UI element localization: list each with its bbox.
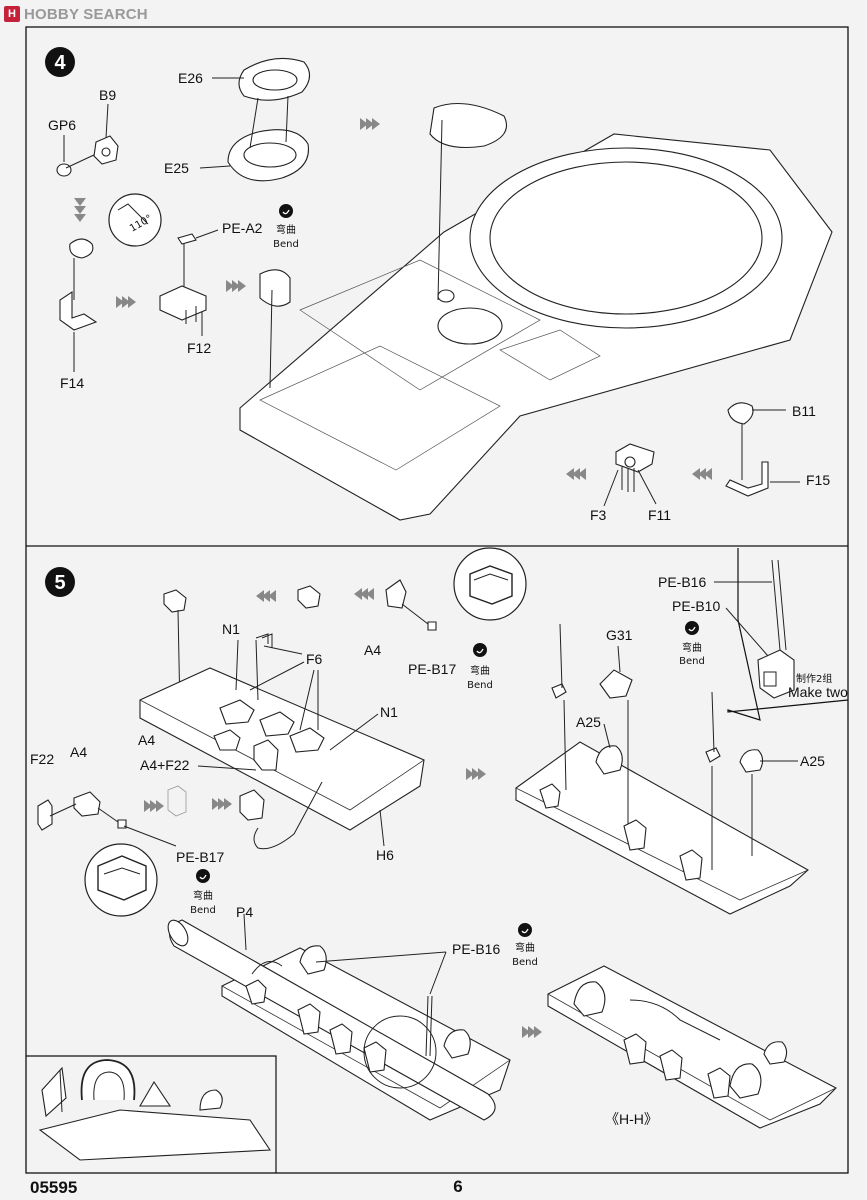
step-5-number: 5: [54, 572, 65, 594]
part-a4-top: [163, 579, 437, 713]
bend-callout-pe-b17-left: [84, 843, 158, 917]
leader-a25-left: [603, 723, 611, 749]
hobby-search-logo-icon: H: [4, 6, 20, 22]
leader-f6-2: [299, 669, 315, 731]
bend-icon-step5-top: [473, 643, 487, 657]
label-n1-mid: N1: [380, 704, 398, 720]
bend-label-en-top: Bend: [467, 680, 493, 691]
label-pe-b17-top: PE-B17: [408, 661, 456, 677]
label-pe-b16-top: PE-B16: [658, 574, 706, 590]
footer-page-number: 6: [453, 1177, 462, 1196]
part-f14: [59, 238, 98, 372]
bend-icon-step4: [279, 204, 293, 218]
bend-label-cn-bottom: 弯曲: [515, 941, 535, 954]
watermark: H HOBBY SEARCH: [4, 4, 148, 24]
step-5-badge: [45, 567, 75, 597]
bend-icon-step5-right: [685, 621, 699, 635]
label-f12: F12: [187, 340, 211, 356]
make-two-cn: 制作2组: [796, 672, 832, 685]
label-f6: F6: [306, 651, 323, 667]
label-n1-top: N1: [222, 621, 240, 637]
label-a4-f22: A4+F22: [140, 757, 190, 773]
bend-label-en-bottom: Bend: [512, 957, 538, 968]
label-e25: E25: [164, 160, 189, 176]
label-b11: B11: [792, 403, 816, 419]
bend-label-cn-right: 弯曲: [682, 641, 702, 654]
part-h6-fender-right: [515, 623, 809, 915]
step-4-number: 4: [54, 52, 66, 74]
leader-g31: [617, 645, 621, 673]
final-fender-assembly: [547, 965, 837, 1129]
part-e26-e25: [199, 57, 311, 182]
part-gp6-b9: [56, 103, 119, 177]
part-pe-a2: [177, 229, 219, 288]
pe-detail-frame: [727, 548, 849, 721]
section-label: 《H-H》: [605, 1111, 658, 1127]
part-h6-fender: [139, 633, 425, 831]
label-p4: P4: [236, 904, 253, 920]
label-f3: F3: [590, 507, 607, 523]
label-e26: E26: [178, 70, 203, 86]
label-f15: F15: [806, 472, 830, 488]
watermark-text: HOBBY SEARCH: [24, 5, 148, 23]
leader-n1-mid: [329, 713, 379, 751]
bend-label-cn-left: 弯曲: [193, 889, 213, 902]
label-a25-left: A25: [576, 714, 601, 730]
part-p4-assembly: [167, 913, 511, 1121]
label-f11: F11: [648, 507, 671, 523]
section-inset: [26, 1055, 277, 1173]
part-f12: [159, 285, 207, 336]
label-a4-top: A4: [364, 642, 381, 658]
leader-a4-f22: [197, 765, 257, 771]
step-4: 4 GP6 B9 E26 E25: [45, 47, 833, 523]
sequence-arrows-step5: [144, 588, 542, 1038]
label-f14: F14: [60, 375, 84, 391]
label-pe-a2: PE-A2: [222, 220, 263, 236]
bend-label-en-step4: Bend: [273, 239, 299, 250]
label-b9: B9: [99, 87, 116, 103]
bend-icon-step5-left: [196, 869, 210, 883]
bend-label-cn-step4: 弯曲: [276, 223, 296, 236]
bend-label-cn-top: 弯曲: [470, 664, 490, 677]
footer-code: 05595: [30, 1178, 77, 1197]
label-a4-mid: A4: [138, 732, 155, 748]
label-gp6: GP6: [48, 117, 76, 133]
bend-label-en-left: Bend: [190, 905, 216, 916]
label-f22: F22: [30, 751, 54, 767]
part-f3-f11: [603, 443, 657, 507]
label-g31: G31: [606, 627, 633, 643]
step-4-badge: [45, 47, 75, 77]
angle-callout-110: 110°: [108, 193, 162, 247]
label-pe-b10: PE-B10: [672, 598, 720, 614]
leader-h6: [379, 809, 385, 847]
bend-icon-step5-bottom: [518, 923, 532, 937]
label-a25-right: A25: [800, 753, 825, 769]
label-h6: H6: [376, 847, 394, 863]
page-frame: [25, 26, 849, 1174]
leader-f6-1: [249, 661, 305, 691]
part-f22-a4-left: [37, 781, 323, 850]
part-pe-b16-b10: [714, 559, 795, 699]
hull-top-assembly: [239, 103, 833, 521]
label-pe-b17-left: PE-B17: [176, 849, 224, 865]
label-a4-left: A4: [70, 744, 87, 760]
bend-callout-pe-b17-top: [453, 547, 527, 621]
bend-label-en-right: Bend: [679, 656, 705, 667]
sequence-arrows-step4: [74, 118, 712, 480]
label-pe-b16-bottom: PE-B16: [452, 941, 500, 957]
make-two-en: Make two: [788, 684, 848, 700]
part-b11-f15: [725, 402, 800, 497]
step-5: 5 A4 PE-B17: [26, 547, 849, 1173]
